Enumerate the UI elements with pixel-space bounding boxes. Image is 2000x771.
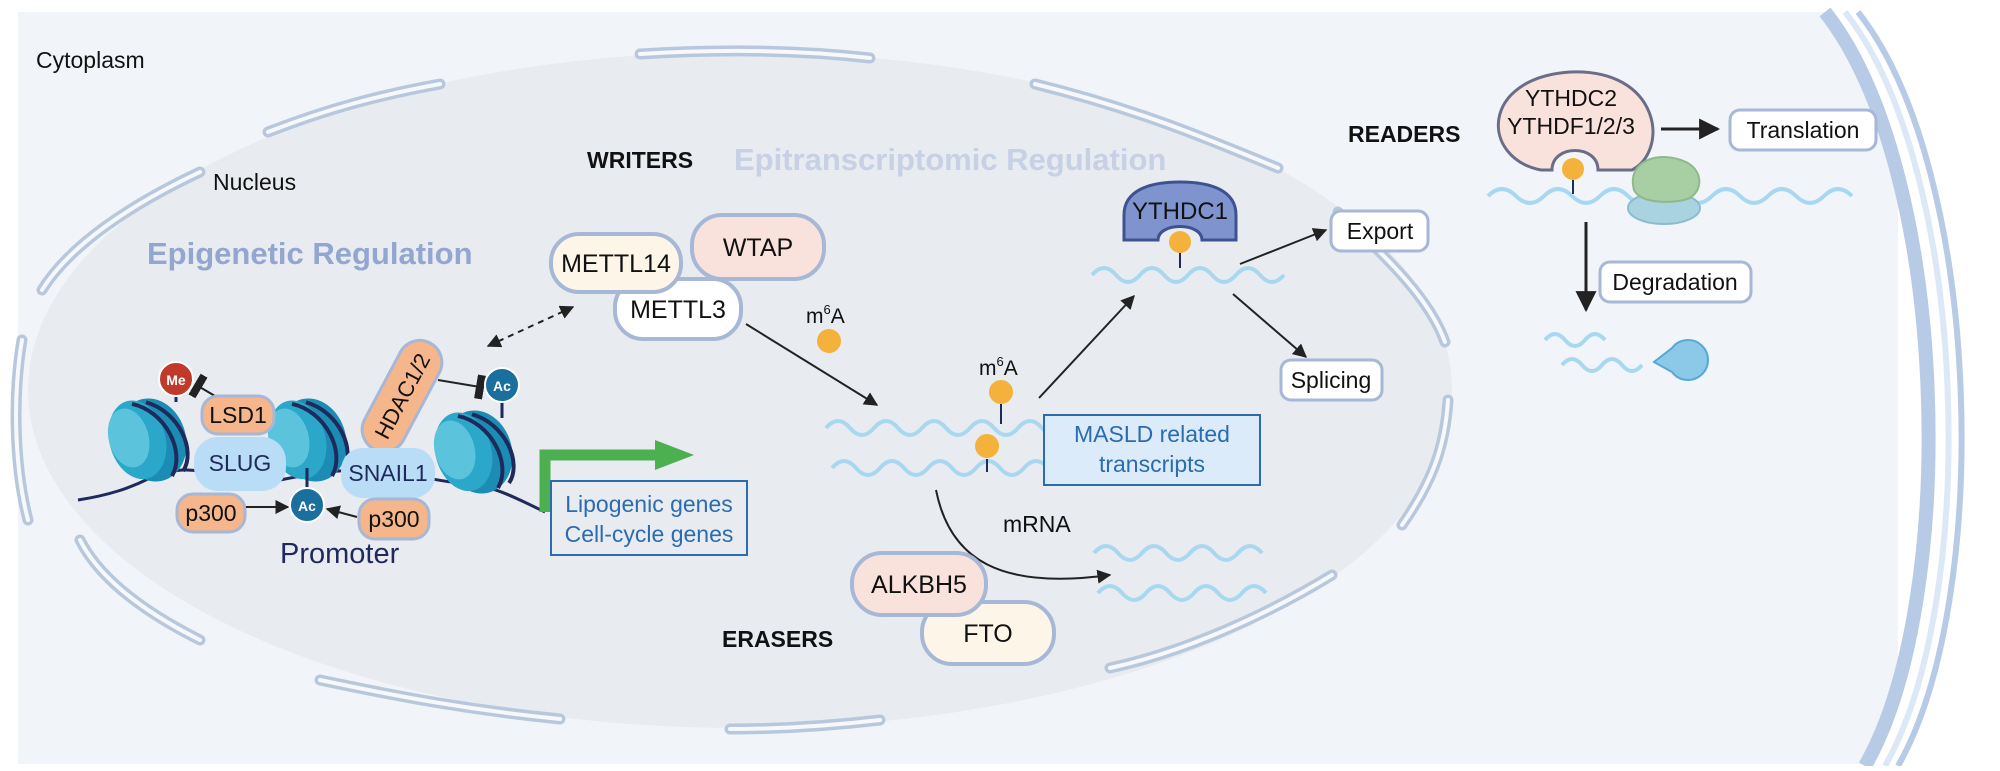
target-gene-cell-cycle: Cell-cycle genes — [565, 521, 734, 547]
masld-transcripts-box: MASLD related transcripts — [1043, 414, 1261, 486]
mrna-label: mRNA — [1003, 511, 1071, 537]
svg-text:m6A: m6A — [806, 302, 845, 328]
snail1-protein: SNAIL1 — [341, 448, 435, 498]
svg-text:Splicing: Splicing — [1291, 367, 1372, 393]
nucleosome-1 — [107, 398, 190, 482]
svg-text:MASLD related: MASLD related — [1074, 421, 1230, 447]
svg-text:p300: p300 — [185, 500, 236, 526]
fto-protein: FTO — [920, 600, 1056, 666]
erasers-heading: ERASERS — [722, 626, 833, 652]
epigenetic-heading: Epigenetic Regulation — [147, 236, 473, 271]
methyl-mark: Me — [158, 361, 194, 397]
svg-text:Translation: Translation — [1747, 117, 1860, 143]
svg-text:transcripts: transcripts — [1099, 451, 1205, 477]
svg-text:Ac: Ac — [493, 378, 511, 394]
m6a-dot-cytoplasmic — [1562, 158, 1584, 180]
lsd1-protein: LSD1 — [200, 394, 276, 436]
target-gene-lipogenic: Lipogenic genes — [565, 491, 733, 517]
mrna-demethylated — [1092, 544, 1268, 602]
nucleus — [28, 52, 1452, 728]
nucleosome-3 — [433, 410, 516, 494]
crosstalk-arrow — [486, 305, 575, 348]
acetyl-mark-right: Ac — [484, 367, 520, 403]
splicing-box: Splicing — [1279, 358, 1384, 402]
alkbh5-protein: ALKBH5 — [850, 551, 988, 617]
svg-text:YTHDC2: YTHDC2 — [1525, 85, 1617, 111]
mettl14-protein: METTL14 — [549, 232, 683, 294]
export-box: Export — [1329, 209, 1430, 253]
svg-text:FTO: FTO — [963, 620, 1013, 648]
target-genes-box: Lipogenic genes Cell-cycle genes — [550, 480, 748, 556]
p300-left-protein: p300 — [175, 492, 247, 534]
svg-text:WTAP: WTAP — [723, 234, 793, 262]
m6a-dot-ythdc1 — [1169, 231, 1191, 253]
degraded-mrna — [1543, 332, 1644, 373]
epitranscriptomic-heading: Epitranscriptomic Regulation — [734, 142, 1166, 177]
svg-text:Me: Me — [166, 372, 186, 388]
svg-text:p300: p300 — [368, 506, 419, 532]
svg-text:ALKBH5: ALKBH5 — [871, 571, 967, 599]
m6a-dot-mrna-2 — [975, 434, 999, 458]
translation-box: Translation — [1728, 108, 1878, 152]
svg-text:SLUG: SLUG — [209, 450, 272, 476]
readers-heading: READERS — [1348, 121, 1460, 147]
ythdc1-protein: YTHDC1 — [1122, 180, 1238, 242]
m6a-dot-free — [817, 329, 841, 353]
m6a-label-free: m6A — [806, 302, 845, 328]
p300-right-protein: p300 — [357, 497, 431, 541]
svg-text:Ac: Ac — [298, 498, 316, 514]
ythdc1-mrna — [1090, 266, 1286, 284]
writers-heading: WRITERS — [587, 147, 693, 173]
svg-text:Degradation: Degradation — [1612, 269, 1737, 295]
transcription-start-arrow — [539, 449, 660, 512]
svg-text:SNAIL1: SNAIL1 — [348, 460, 427, 486]
nucleus-label: Nucleus — [213, 169, 296, 195]
ribosome-icon — [1627, 156, 1701, 225]
cytoplasm-label: Cytoplasm — [36, 47, 145, 73]
m6a-dot-mrna-1 — [989, 380, 1013, 404]
svg-text:LSD1: LSD1 — [209, 402, 267, 428]
svg-text:YTHDC1: YTHDC1 — [1132, 198, 1228, 225]
wtap-protein: WTAP — [690, 213, 826, 281]
degradation-box: Degradation — [1598, 260, 1753, 304]
svg-text:METTL3: METTL3 — [630, 296, 726, 324]
cell-membrane — [1819, 7, 2000, 770]
slug-protein: SLUG — [194, 437, 286, 491]
m6a-label-mrna: m6A — [979, 354, 1018, 380]
svg-text:YTHDF1/2/3: YTHDF1/2/3 — [1507, 113, 1635, 139]
svg-text:m6A: m6A — [979, 354, 1018, 380]
ythdc2-ythdf-protein: YTHDC2 YTHDF1/2/3 — [1496, 70, 1655, 172]
exonuclease-icon — [1652, 339, 1709, 381]
svg-text:METTL14: METTL14 — [561, 250, 671, 278]
svg-text:Export: Export — [1347, 218, 1414, 244]
promoter-label: Promoter — [280, 538, 400, 570]
acetyl-mark-promoter: Ac — [289, 487, 325, 523]
